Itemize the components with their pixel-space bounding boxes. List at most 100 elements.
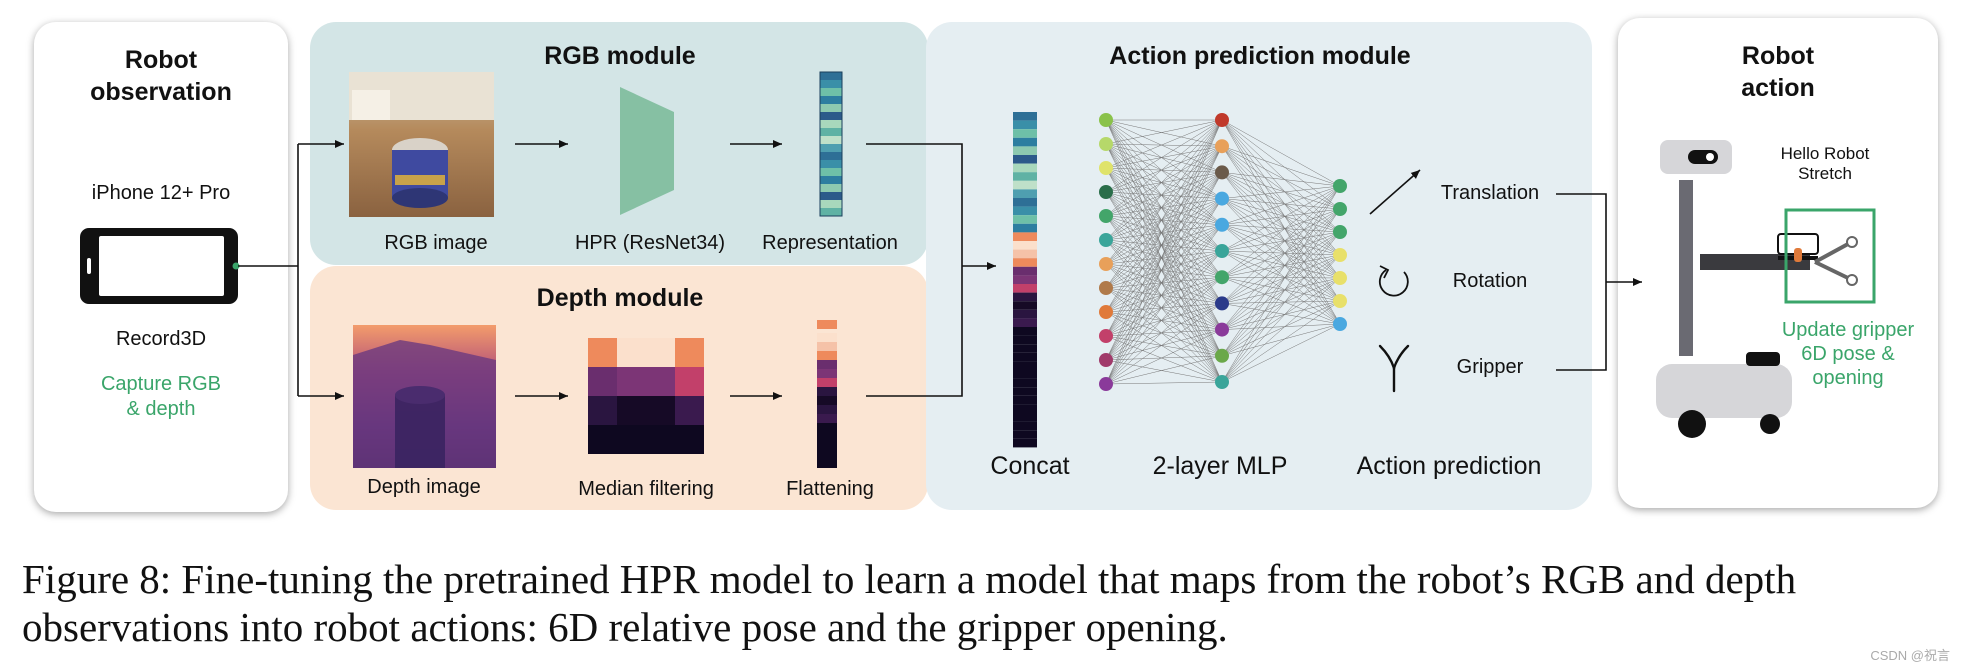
mlp-node xyxy=(1099,137,1113,151)
mlp-edge xyxy=(1221,172,1341,256)
concat-cell xyxy=(1013,189,1037,198)
mlp-node xyxy=(1099,377,1113,391)
mlp-edge xyxy=(1105,263,1223,278)
mlp-edge xyxy=(1221,208,1341,356)
mlp-edge xyxy=(1105,143,1223,383)
mlp-edge xyxy=(1221,208,1341,330)
mlp-node xyxy=(1215,139,1229,154)
mlp-edge xyxy=(1105,355,1223,361)
concat-cell xyxy=(1013,413,1037,422)
mlp-edge xyxy=(1105,311,1223,383)
concat-cell xyxy=(1013,215,1037,224)
hpr-encoder-shape xyxy=(620,87,674,215)
figure-caption: Figure 8: Fine-tuning the pretrained HPR… xyxy=(22,556,1797,650)
concat-cell xyxy=(1013,258,1037,267)
mlp-edge xyxy=(1221,198,1341,233)
mlp-edge xyxy=(1105,143,1223,147)
representation-cell xyxy=(820,208,842,216)
concat-cell xyxy=(1013,361,1037,370)
mlp-edge xyxy=(1105,224,1223,385)
mlp-edge xyxy=(1105,276,1223,337)
output-gripper-label: Gripper xyxy=(1456,356,1524,378)
concat-cell xyxy=(1013,430,1037,439)
mlp-edge xyxy=(1105,303,1223,337)
mlp-edge xyxy=(1105,167,1223,330)
mlp-edge xyxy=(1105,335,1223,383)
mlp-edge xyxy=(1221,185,1341,330)
mlp-edge xyxy=(1221,254,1341,278)
median-cell xyxy=(646,425,675,454)
mlp-edge xyxy=(1105,303,1223,385)
mlp-edge xyxy=(1221,231,1341,252)
mlp-node xyxy=(1215,165,1229,180)
mlp-edge xyxy=(1105,224,1223,337)
representation-cell xyxy=(820,192,842,200)
update-gripper-label: Update gripper 6D pose & opening xyxy=(1781,319,1915,389)
mlp-node xyxy=(1333,271,1347,285)
representation-cell xyxy=(820,200,842,208)
mlp-node xyxy=(1215,322,1229,337)
mlp-edge xyxy=(1105,191,1223,199)
mlp-edge xyxy=(1105,143,1223,278)
mlp-node xyxy=(1215,270,1229,285)
app-label: Record3D xyxy=(115,328,207,350)
median-filter-grid xyxy=(588,338,704,454)
mlp-edge xyxy=(1105,250,1223,361)
mlp-edge xyxy=(1105,146,1223,337)
mlp-edge xyxy=(1105,167,1223,226)
mlp-edge xyxy=(1105,119,1223,313)
concat-cell xyxy=(1013,395,1037,405)
mlp-edge xyxy=(1221,323,1341,330)
mlp-edge xyxy=(1105,215,1223,356)
mlp-edge xyxy=(1105,329,1223,385)
mlp-node xyxy=(1099,113,1113,127)
mlp-edge xyxy=(1221,254,1341,383)
median-cell xyxy=(588,425,617,454)
mlp-node xyxy=(1333,248,1347,262)
mlp-edge xyxy=(1221,250,1341,256)
mlp-edge xyxy=(1105,119,1223,217)
mlp-edge xyxy=(1105,287,1223,383)
concat-cell xyxy=(1013,352,1037,362)
mlp-edge xyxy=(1221,303,1341,325)
mlp-node xyxy=(1099,233,1113,247)
flattening-cell xyxy=(817,459,837,468)
representation-cell xyxy=(820,112,842,120)
representation-cell xyxy=(820,104,842,112)
concat-label: Concat xyxy=(990,452,1070,480)
mlp-edge xyxy=(1105,287,1223,330)
mlp-edge xyxy=(1105,263,1223,356)
mlp-edge xyxy=(1105,172,1223,361)
mlp-edge xyxy=(1221,198,1341,302)
mlp-edge xyxy=(1221,172,1341,187)
mlp-edge xyxy=(1105,329,1223,361)
output-translation-label: Translation xyxy=(1440,182,1540,204)
flattening-label: Flattening xyxy=(786,478,874,500)
concat-cell xyxy=(1013,318,1037,327)
concat-cell xyxy=(1013,344,1037,353)
mlp-edge xyxy=(1221,172,1341,279)
mlp-edge xyxy=(1105,239,1223,383)
mlp-edge xyxy=(1221,231,1341,304)
mlp-edge xyxy=(1105,215,1223,226)
flattening-cell xyxy=(817,432,837,441)
flattening-cell xyxy=(817,423,837,432)
mlp-edge xyxy=(1105,145,1223,217)
mlp-edge xyxy=(1221,277,1341,383)
mlp-edge xyxy=(1105,263,1223,383)
mlp-edge xyxy=(1105,224,1223,313)
mlp-edge xyxy=(1221,231,1341,383)
flattening-cell xyxy=(817,320,837,329)
mlp-edge xyxy=(1221,119,1341,233)
mlp-edge xyxy=(1221,172,1341,210)
robot-action-title: Robot action xyxy=(1741,42,1815,102)
mlp-edge xyxy=(1221,323,1341,383)
mlp-node xyxy=(1099,185,1113,199)
mlp-node xyxy=(1215,191,1229,206)
concat-cell xyxy=(1013,120,1037,130)
concat-cell xyxy=(1013,438,1037,448)
representation-cell xyxy=(820,176,842,184)
median-cell xyxy=(675,396,704,425)
median-cell xyxy=(588,338,617,367)
concat-cell xyxy=(1013,223,1037,233)
